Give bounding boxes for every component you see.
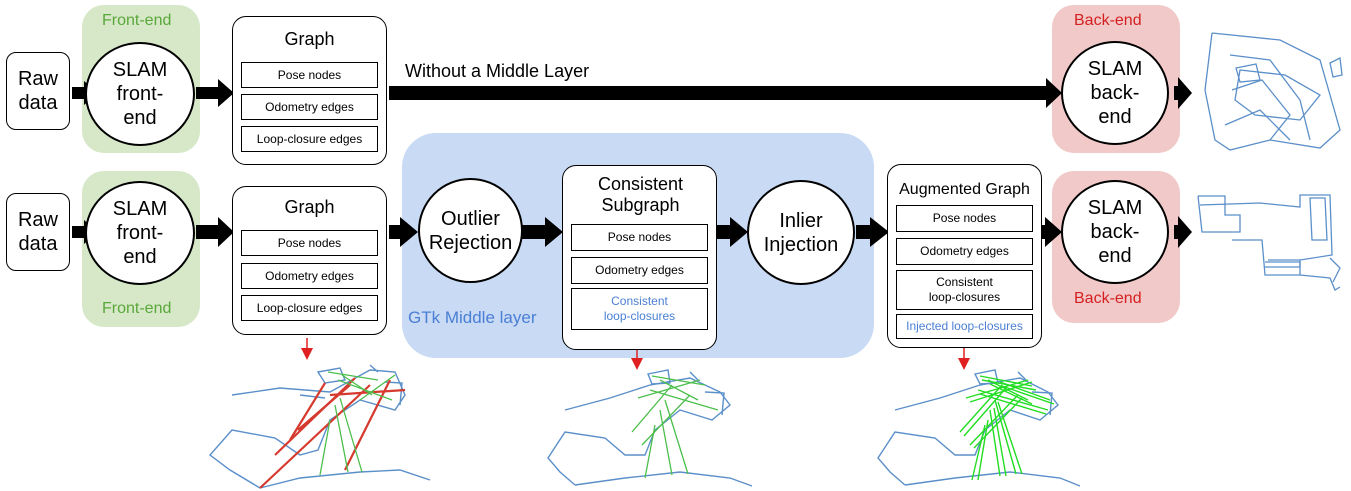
without-middle-layer-caption: Without a Middle Layer	[405, 61, 590, 81]
graph-box-top: Graph Pose nodes Odometry edges Loop-clo…	[232, 16, 387, 165]
trajectory-bottom-right	[1197, 194, 1341, 291]
plot-augmented-graph	[877, 369, 1081, 487]
loop-closure-edges-row: Loop-closure edges	[241, 126, 378, 152]
arrow-graph-to-outlier	[389, 217, 418, 247]
backend-label-bottom: Back-end	[1074, 290, 1142, 307]
pose-nodes-row: Pose nodes	[241, 230, 378, 256]
consistent-subgraph-title: Consistent Subgraph	[597, 174, 684, 215]
slam-backend-node-bottom: SLAM back-end	[1061, 180, 1169, 284]
slam-backend-node-top: SLAM back-end	[1061, 41, 1169, 145]
augmented-graph-title: Augmented Graph	[899, 181, 1030, 198]
consistent-loop-closures-row: Consistent loop-closures	[571, 288, 708, 330]
middle-layer-label: GTk Middle layer	[408, 308, 537, 327]
inlier-injection-node: Inlier Injection	[747, 180, 855, 285]
graph-title: Graph	[284, 29, 335, 49]
arrow-graph-to-backend-top	[389, 78, 1062, 108]
augmented-graph-box: Augmented Graph Pose nodes Odometry edge…	[887, 164, 1042, 348]
odometry-edges-row: Odometry edges	[896, 238, 1033, 265]
injected-loop-closures-row: Injected loop-closures	[896, 314, 1033, 339]
odometry-edges-row: Odometry edges	[571, 257, 708, 284]
consistent-subgraph-box: Consistent Subgraph Pose nodes Odometry …	[562, 165, 717, 350]
odometry-edges-row: Odometry edges	[241, 263, 378, 289]
arrow-outlier-to-subgraph	[522, 217, 563, 247]
arrow-backend-output-bottom	[1174, 216, 1192, 248]
arrow-frontend-to-graph-bottom	[196, 217, 234, 247]
slam-frontend-node-bottom: SLAM front-end	[85, 181, 195, 285]
arrow-subgraph-to-inlier	[716, 217, 748, 247]
plot-consistent-subgraph	[547, 369, 753, 487]
slam-frontend-node-top: SLAM front-end	[85, 42, 195, 146]
pose-nodes-row: Pose nodes	[896, 205, 1033, 232]
arrow-augmented-to-backend	[1040, 217, 1062, 247]
outlier-rejection-node: Outlier Rejection	[418, 178, 523, 283]
arrow-backend-output-top	[1174, 77, 1192, 109]
odometry-edges-row: Odometry edges	[241, 94, 378, 120]
raw-data-box-top: Raw data	[6, 52, 70, 130]
frontend-label-bottom: Front-end	[102, 300, 172, 317]
graph-title: Graph	[284, 197, 335, 217]
arrow-frontend-to-graph-top	[196, 79, 234, 107]
arrow-inlier-to-augmented	[856, 217, 889, 247]
backend-label-top: Back-end	[1074, 12, 1142, 29]
graph-box-bottom: Graph Pose nodes Odometry edges Loop-clo…	[232, 186, 387, 335]
plot-frontend-graph	[208, 364, 431, 489]
loop-closure-edges-row: Loop-closure edges	[241, 295, 378, 321]
pose-nodes-row: Pose nodes	[571, 224, 708, 251]
pose-nodes-row: Pose nodes	[241, 62, 378, 88]
trajectory-top-right	[1204, 32, 1343, 151]
raw-data-box-bottom: Raw data	[6, 193, 70, 271]
frontend-label-top: Front-end	[102, 12, 172, 29]
consistent-loop-closures-row: Consistent loop-closures	[896, 270, 1033, 310]
